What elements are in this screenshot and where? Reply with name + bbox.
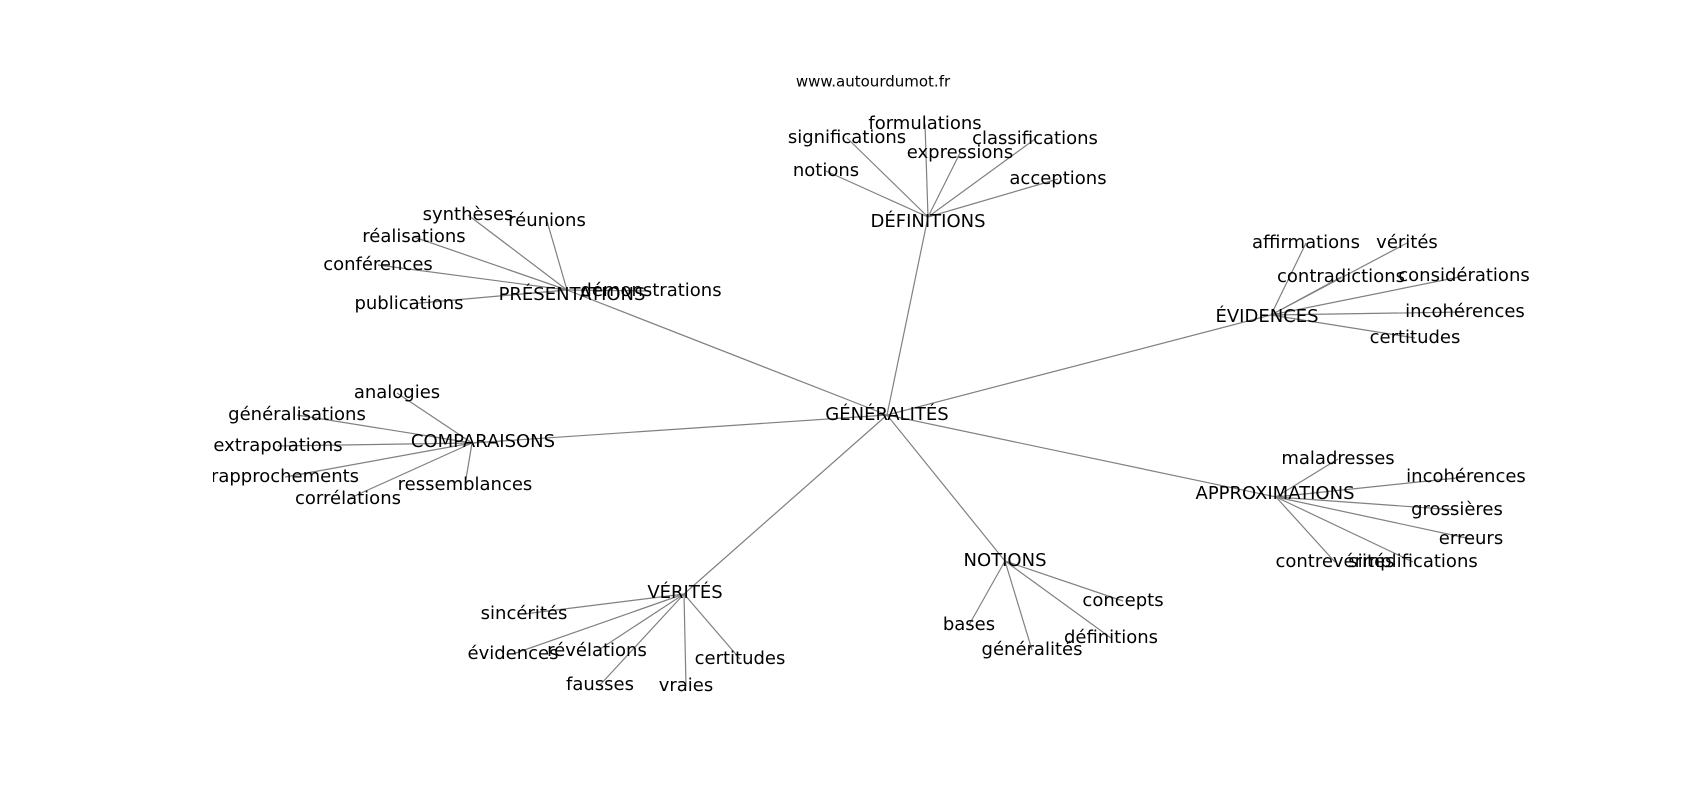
- edge-center-to-group: [886, 314, 1272, 416]
- leaf-node-label: bases: [943, 614, 995, 635]
- edge-group-to-leaf: [467, 214, 568, 291]
- leaf-node-label: certitudes: [1370, 327, 1461, 348]
- edge-group-to-leaf: [683, 593, 687, 687]
- leaf-node-label: définitions: [1064, 627, 1158, 648]
- leaf-node-label: vraies: [659, 675, 714, 696]
- leaf-node-label: révélations: [547, 640, 647, 661]
- leaf-node-label: contrevérités: [1275, 551, 1394, 572]
- edge-group-to-leaf: [284, 442, 473, 478]
- group-node-label: DÉFINITIONS: [870, 210, 985, 232]
- leaf-node-label: incohérences: [1406, 466, 1526, 487]
- leaf-node-label: publications: [354, 293, 463, 314]
- edge-group-to-leaf: [596, 593, 685, 652]
- leaf-node-label: incohérences: [1405, 301, 1525, 322]
- leaf-node-label: simplifications: [1348, 551, 1477, 572]
- leaf-node-label: évidences: [468, 643, 559, 664]
- edge-group-to-leaf: [846, 137, 929, 218]
- leaf-node-label: significations: [788, 127, 906, 148]
- group-node-label: NOTIONS: [964, 550, 1047, 571]
- leaf-node-label: synthèses: [423, 204, 514, 225]
- leaf-node-label: notions: [793, 160, 859, 181]
- edge-group-to-leaf: [408, 289, 568, 305]
- edge-group-to-leaf: [1275, 496, 1414, 563]
- edge-group-to-leaf: [1275, 458, 1339, 498]
- edge-group-to-leaf: [599, 593, 685, 686]
- edge-center-to-group: [471, 414, 888, 444]
- group-node-label: COMPARAISONS: [411, 431, 555, 452]
- center-node-label: GÉNÉRALITÉS: [825, 403, 948, 425]
- leaf-node-label: contradictions: [1277, 266, 1405, 287]
- group-node-label: PRÉSENTATIONS: [499, 283, 646, 305]
- leaf-node-label: expressions: [907, 142, 1013, 163]
- leaf-node-label: rapprochements: [211, 466, 359, 487]
- leaf-node-label: analogies: [354, 382, 440, 403]
- edge-center-to-group: [566, 289, 888, 416]
- edge-center-to-group: [683, 414, 888, 595]
- leaf-node-label: considérations: [1398, 265, 1529, 286]
- edge-group-to-leaf: [566, 289, 652, 292]
- edge-group-to-leaf: [1275, 476, 1467, 498]
- leaf-node-label: ressemblances: [398, 474, 533, 495]
- edge-group-to-leaf: [1004, 560, 1033, 651]
- leaf-node-label: vérités: [1376, 232, 1438, 253]
- leaf-node-label: maladresses: [1281, 448, 1394, 469]
- edge-group-to-leaf: [546, 220, 568, 291]
- edge-group-to-leaf: [927, 138, 1036, 218]
- edge-center-to-group: [886, 414, 1006, 562]
- edges: [277, 123, 1472, 687]
- leaf-node-label: réalisations: [362, 226, 465, 247]
- edge-group-to-leaf: [683, 593, 741, 660]
- edge-group-to-leaf: [1270, 314, 1416, 339]
- edge-group-to-leaf: [413, 236, 568, 291]
- leaf-node-label: démonstrations: [580, 280, 721, 301]
- edge-group-to-leaf: [1275, 496, 1336, 563]
- labels: GÉNÉRALITÉS DÉFINITIONS formulationssignif…: [211, 113, 1530, 696]
- watermark: www.autourdumot.fr: [796, 73, 951, 91]
- edge-group-to-leaf: [1004, 560, 1112, 639]
- edge-group-to-leaf: [1275, 496, 1472, 540]
- edge-group-to-leaf: [1270, 242, 1307, 316]
- leaf-node-label: sincérités: [481, 603, 568, 624]
- edge-group-to-leaf: [1270, 275, 1465, 316]
- edge-group-to-leaf: [396, 392, 473, 444]
- edge-group-to-leaf: [968, 560, 1006, 626]
- edge-group-to-leaf: [1004, 560, 1124, 602]
- leaf-node-label: corrélations: [295, 488, 401, 509]
- leaf-node-label: grossières: [1411, 499, 1503, 520]
- edge-group-to-leaf: [927, 152, 961, 218]
- leaf-node-label: concepts: [1082, 590, 1163, 611]
- edge-group-to-leaf: [347, 442, 473, 500]
- edge-group-to-leaf: [523, 593, 685, 615]
- leaf-node-label: généralités: [982, 639, 1083, 660]
- leaf-node-label: erreurs: [1439, 528, 1503, 549]
- edge-group-to-leaf: [1270, 276, 1342, 316]
- group-node-label: APPROXIMATIONS: [1196, 483, 1355, 504]
- leaf-node-label: fausses: [566, 674, 634, 695]
- edge-group-to-leaf: [924, 123, 929, 218]
- leaf-node-label: extrapolations: [213, 435, 342, 456]
- edge-group-to-leaf: [464, 442, 473, 486]
- group-node-label: VÉRITÉS: [647, 581, 722, 603]
- leaf-node-label: conférences: [323, 254, 433, 275]
- edge-center-to-group: [886, 216, 929, 416]
- edge-group-to-leaf: [377, 264, 568, 291]
- leaf-node-label: réunions: [508, 210, 586, 231]
- leaf-node-label: acceptions: [1009, 168, 1106, 189]
- leaf-node-label: formulations: [868, 113, 981, 134]
- leaf-node-label: certitudes: [695, 648, 786, 669]
- edge-group-to-leaf: [927, 178, 1059, 218]
- group-node-label: ÉVIDENCES: [1215, 305, 1318, 327]
- edge-group-to-leaf: [1275, 496, 1458, 511]
- leaf-node-label: affirmations: [1252, 232, 1360, 253]
- edge-center-to-group: [886, 414, 1277, 498]
- edge-group-to-leaf: [1270, 311, 1466, 316]
- edge-group-to-leaf: [512, 593, 685, 655]
- leaf-node-label: classifications: [972, 128, 1098, 149]
- edge-group-to-leaf: [296, 414, 473, 444]
- edge-group-to-leaf: [277, 442, 473, 447]
- edge-group-to-leaf: [825, 170, 929, 218]
- leaf-node-label: généralisations: [228, 404, 366, 425]
